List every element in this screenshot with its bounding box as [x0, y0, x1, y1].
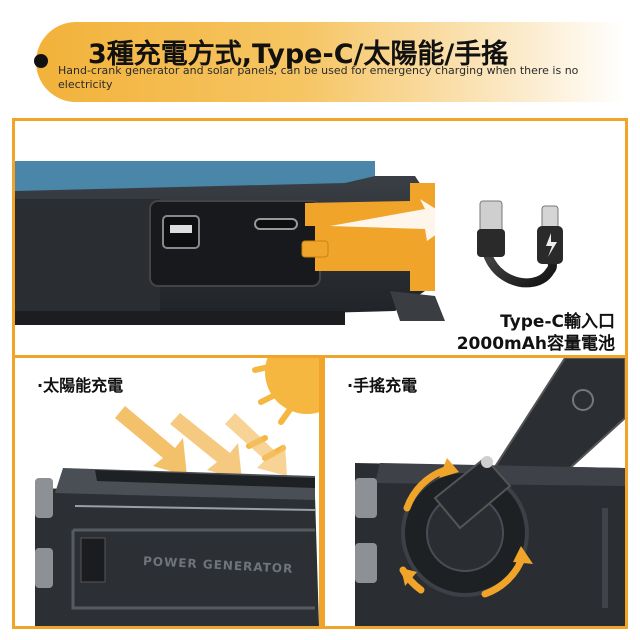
hand-crank-charging-panel: ·手搖充電: [322, 355, 628, 629]
page-title: 3種充電方式,Type-C/太陽能/手搖: [88, 39, 509, 70]
solar-device-illustration: [35, 358, 319, 626]
insert-arrow-icon: [330, 199, 455, 241]
type-c-input-caption: Type-C輸入口: [500, 312, 615, 332]
crank-device-illustration: [355, 358, 625, 626]
usb-a-port-icon: [162, 215, 200, 249]
lightning-icon: [546, 233, 557, 257]
cable-icon: [477, 200, 563, 288]
sun-icon: [246, 358, 319, 461]
solar-charging-label: ·太陽能充電: [37, 376, 124, 395]
sunlight-arrow-icon: [115, 406, 287, 480]
hand-crank-charging-label: ·手搖充電: [347, 376, 418, 395]
bullet-dot-icon: [34, 54, 48, 68]
type-c-port-panel: Type-C輸入口 2000mAh容量電池: [12, 118, 628, 358]
header-banner: [36, 22, 626, 102]
page-subtitle: Hand-crank generator and solar panels, c…: [58, 64, 579, 91]
battery-capacity-caption: 2000mAh容量電池: [456, 334, 615, 354]
usb-c-port-icon: [254, 218, 298, 230]
device-port-illustration: [15, 161, 615, 325]
solar-charging-panel: ·太陽能充電 POWER GENERATOR: [12, 355, 322, 629]
